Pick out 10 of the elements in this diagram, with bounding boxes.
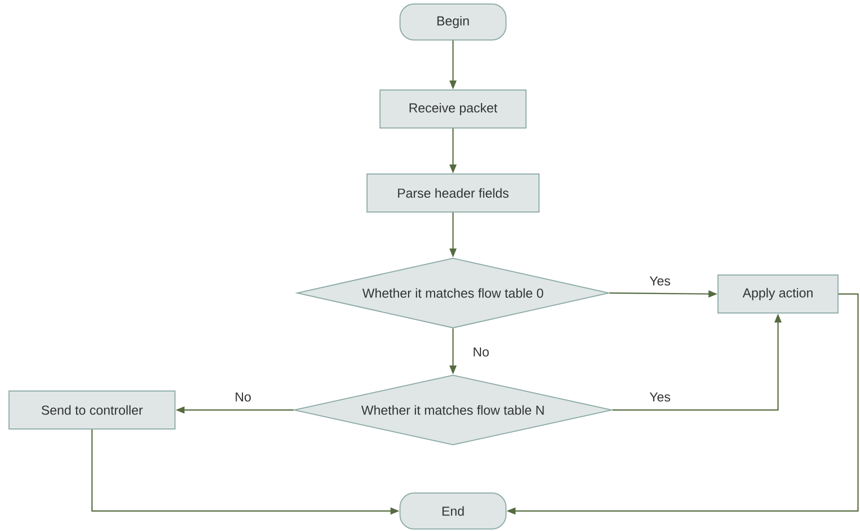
edge-label: Yes <box>650 392 670 402</box>
edge-label: No <box>474 347 489 357</box>
process-box: Receive packet <box>380 90 526 128</box>
terminal-box: End <box>400 492 506 530</box>
process-box: Parse header fields <box>366 174 540 212</box>
edge-label: No <box>236 392 251 402</box>
process-box: Send to controller <box>8 390 176 430</box>
terminal-box: Begin <box>400 4 506 40</box>
process-box: Apply action <box>718 274 838 314</box>
edge-label: Yes <box>650 276 670 286</box>
